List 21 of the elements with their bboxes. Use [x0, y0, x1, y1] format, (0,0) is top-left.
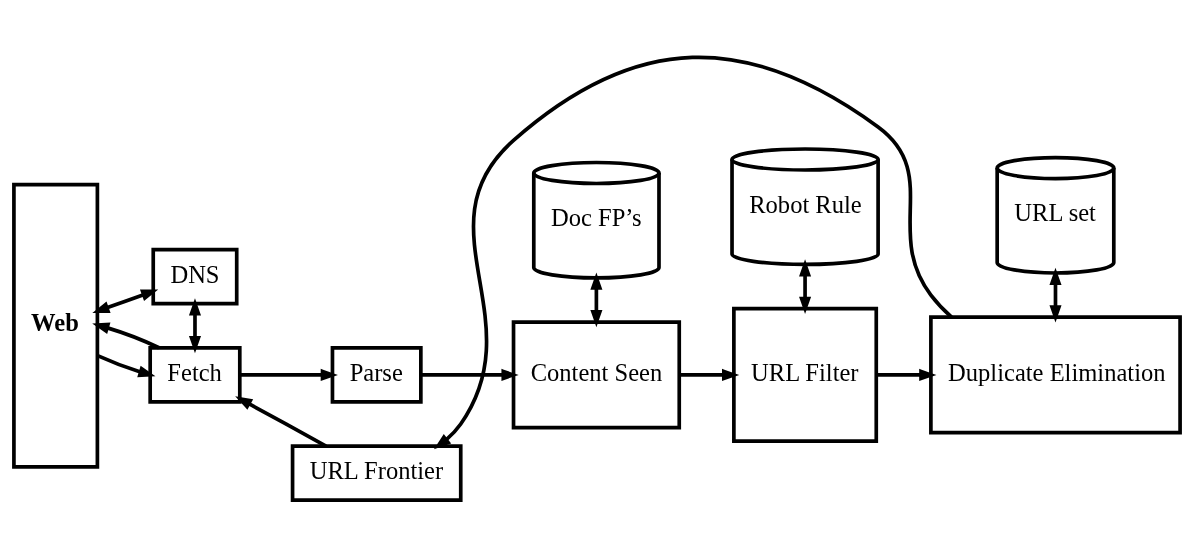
- arrow: [92, 289, 159, 314]
- arrow: [433, 55, 953, 450]
- arrow: [188, 298, 201, 354]
- arrow: [92, 322, 160, 350]
- arrow: [679, 368, 740, 381]
- node-box: Duplicate Elimination: [929, 315, 1182, 435]
- node-box: Web: [12, 182, 100, 469]
- arrow: [876, 368, 937, 381]
- arrow: [421, 368, 519, 381]
- node-box: URL Frontier: [290, 444, 463, 502]
- node-box: Content Seen: [511, 320, 682, 430]
- node-box: DNS: [151, 247, 239, 306]
- node-box: Parse: [330, 346, 423, 404]
- arrow: [240, 368, 338, 381]
- arrow: [96, 354, 156, 378]
- arrow: [235, 396, 327, 448]
- node-box: URL Filter: [732, 306, 879, 443]
- node-box: Fetch: [148, 346, 242, 404]
- arrow: [1049, 267, 1062, 323]
- arrow: [590, 272, 603, 328]
- arrow: [799, 259, 812, 315]
